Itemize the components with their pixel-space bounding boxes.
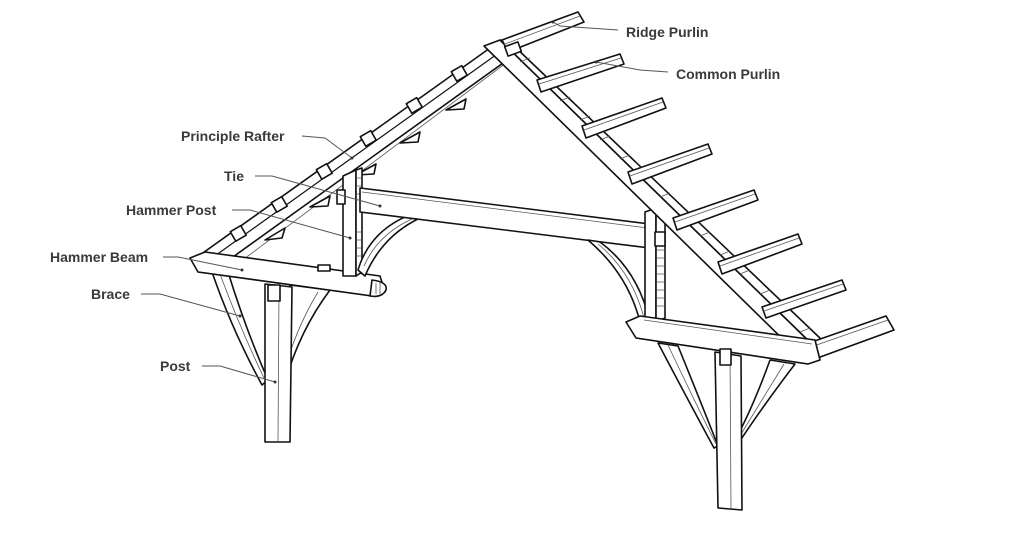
common-purlin — [536, 53, 625, 93]
right-post-assembly — [657, 342, 796, 511]
right-hammer-post — [644, 207, 666, 323]
left-arch-brace — [357, 213, 421, 277]
label-hammer-post: Hammer Post — [126, 202, 217, 218]
left-hammer-beam — [189, 251, 388, 298]
label-post: Post — [160, 358, 191, 374]
common-purlin — [761, 279, 847, 319]
label-tie: Tie — [224, 168, 244, 184]
purlins — [501, 11, 895, 361]
label-brace: Brace — [91, 286, 130, 302]
common-purlin — [581, 97, 667, 139]
tie-beam — [359, 187, 651, 249]
right-brace-outer — [657, 342, 719, 449]
label-ridge-purlin: Ridge Purlin — [626, 24, 709, 40]
label-common-purlin: Common Purlin — [676, 66, 781, 82]
left-post-assembly — [211, 271, 331, 443]
label-hammer-beam: Hammer Beam — [50, 249, 149, 265]
left-hammer-post — [336, 167, 421, 277]
left-principle-rafter — [199, 47, 511, 263]
leader-lines — [141, 20, 669, 384]
right-post — [714, 351, 743, 511]
label-principle-rafter: Principle Rafter — [181, 128, 285, 144]
common-purlin — [627, 143, 713, 185]
right-arch-brace — [587, 239, 651, 323]
